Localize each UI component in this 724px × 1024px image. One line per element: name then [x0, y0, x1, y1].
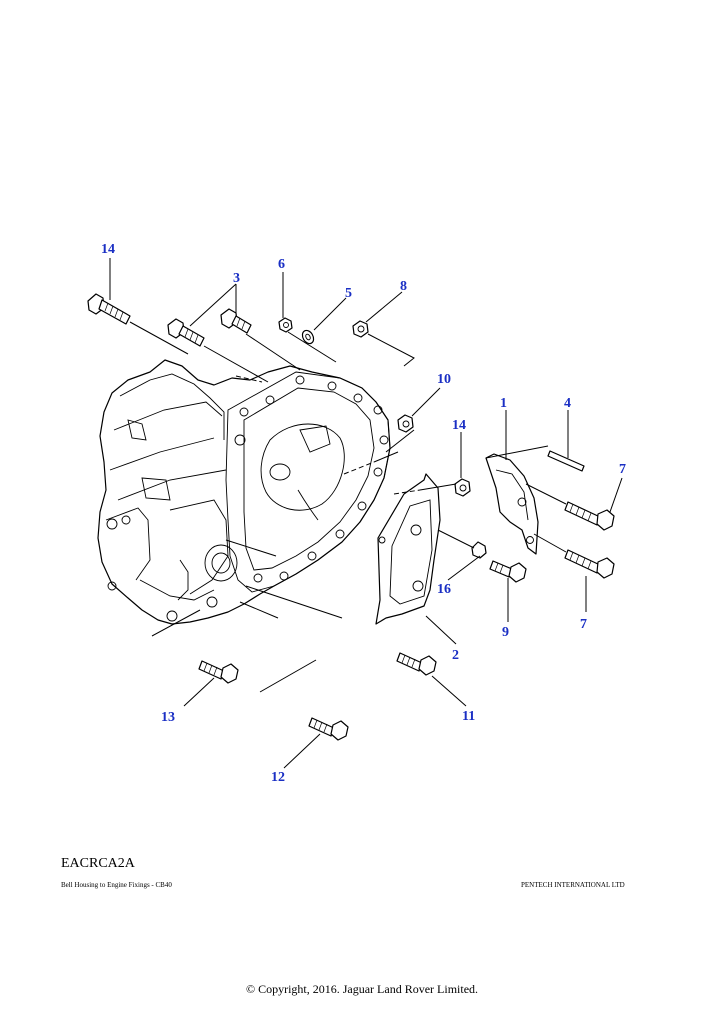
callout-9: 9	[502, 625, 509, 640]
callout-7b: 7	[580, 617, 587, 632]
callout-13: 13	[161, 710, 175, 725]
bolt-3a	[167, 318, 205, 347]
pin-4	[547, 450, 585, 472]
callout-14: 14	[101, 242, 115, 257]
bolt-13	[198, 660, 239, 684]
nut-10	[397, 414, 414, 433]
copyright-notice: © Copyright, 2016. Jaguar Land Rover Lim…	[245, 982, 479, 996]
callout-10: 10	[437, 372, 451, 387]
spacer-16	[471, 541, 487, 559]
diagram-code: EACRCA2A	[61, 856, 135, 871]
callout-1: 1	[500, 396, 507, 411]
callout-11: 11	[462, 709, 475, 724]
callout-16: 16	[437, 582, 451, 597]
callout-2: 2	[452, 648, 459, 663]
leader-lines	[109, 258, 623, 769]
nut-6	[278, 317, 293, 333]
bolt-12	[308, 717, 349, 741]
bolt-7a	[564, 501, 615, 531]
nut-15	[454, 478, 471, 497]
callout-7a: 7	[619, 462, 626, 477]
fitment-guide-lines	[129, 321, 567, 693]
callout-labels: 14 3 6 5 8 10 14 1 4 7 16 7 9 2 11 13 12	[101, 242, 626, 785]
bolt-11	[396, 652, 437, 676]
diagram-caption: Bell Housing to Engine Fixings - CB40	[61, 881, 172, 889]
callout-3: 3	[233, 271, 240, 286]
callout-4: 4	[564, 396, 571, 411]
callout-15: 14	[452, 418, 466, 433]
supplier-name: PENTECH INTERNATIONAL LTD	[521, 881, 625, 889]
callout-8: 8	[400, 279, 407, 294]
cover-plate	[375, 473, 441, 625]
bell-housing-gearbox	[97, 359, 391, 625]
nut-8	[352, 320, 369, 338]
callout-6: 6	[278, 257, 285, 272]
bolt-7b	[564, 549, 615, 579]
bolt-3b	[220, 308, 252, 334]
bolt-9	[489, 560, 527, 583]
bracket	[485, 453, 539, 555]
callout-5: 5	[345, 286, 352, 301]
washer-5	[301, 329, 315, 345]
callout-12: 12	[271, 770, 285, 785]
bolt-14	[87, 293, 131, 325]
